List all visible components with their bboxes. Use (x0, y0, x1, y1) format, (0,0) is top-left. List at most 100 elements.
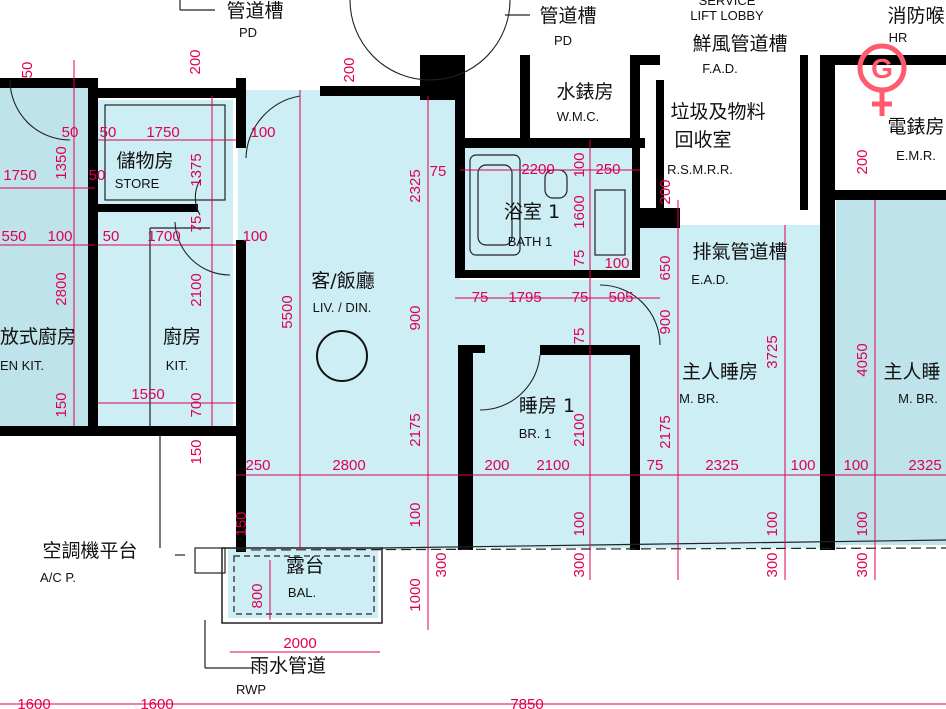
dim-value: 50 (103, 228, 120, 245)
open-kit-area (0, 80, 90, 430)
logo: G (857, 43, 907, 116)
fire-en: HR (889, 30, 908, 45)
dim-value: 2000 (283, 635, 316, 652)
wall (455, 138, 645, 148)
emr-en: E.M.R. (896, 148, 936, 163)
wall (800, 55, 808, 210)
dim-value: 900 (407, 305, 424, 330)
wall (458, 345, 473, 550)
wall (640, 208, 680, 228)
door-swing (599, 284, 661, 346)
wall (0, 78, 95, 88)
store-area (95, 100, 233, 210)
unit-marker (316, 330, 368, 382)
dim-value: 1550 (131, 386, 164, 403)
dim-value: 200 (657, 179, 674, 204)
fixtures (104, 0, 946, 669)
wmc-zh: 水錶房 (556, 81, 613, 103)
dim-value: 1000 (407, 578, 424, 611)
rsmrr-zh-2: 回收室 (674, 129, 731, 151)
acp-en: A/C P. (40, 570, 76, 585)
wall (520, 55, 530, 145)
store-shelf (104, 104, 226, 201)
bath-area (462, 148, 638, 273)
pd-top-mid-en: PD (554, 33, 572, 48)
dim-value: 200 (854, 149, 871, 174)
door-swing (174, 221, 231, 276)
dim-value: 100 (407, 502, 424, 527)
wall (236, 240, 246, 552)
dim-value: 2800 (332, 457, 365, 474)
pd-top-left-zh: 管道槽 (226, 0, 283, 22)
openkit-en: EN KIT. (0, 358, 44, 373)
store-zh: 儲物房 (116, 150, 173, 172)
dim-value: 150 (53, 392, 70, 417)
dim-value: 100 (47, 228, 72, 245)
kit-en: KIT. (166, 358, 188, 373)
rwp-en: RWP (236, 682, 266, 697)
dim-value: 100 (571, 152, 588, 177)
ead-zh: 排氣管道槽 (692, 241, 787, 263)
store-en: STORE (115, 176, 160, 191)
openkit-zh: 放式廚房 (0, 325, 76, 348)
dim-value: 2100 (536, 457, 569, 474)
wall (835, 190, 946, 200)
bathtub-inner (477, 164, 513, 246)
dim-value: 2175 (657, 415, 674, 448)
dim-value: 1600 (571, 195, 588, 228)
dim-value: 1600 (140, 696, 173, 709)
emr-zh: 電錶房 (887, 116, 944, 138)
dim-value: 1350 (53, 146, 70, 179)
dim-value: 4050 (854, 343, 871, 376)
br1-en: BR. 1 (519, 426, 552, 441)
dim-value: 300 (571, 552, 588, 577)
wall (88, 78, 98, 433)
dim-value: 2325 (908, 457, 941, 474)
dim-value: 75 (430, 163, 447, 180)
dim-value: 100 (790, 457, 815, 474)
dim-value: 100 (843, 457, 868, 474)
kit-area (95, 210, 233, 430)
balcony-area (228, 548, 378, 618)
lift-lobby-en-1: SERVICE (699, 0, 756, 8)
dim-value: 200 (341, 57, 358, 82)
dim-value: 2100 (188, 273, 205, 306)
bal-en: BAL. (288, 585, 316, 600)
pd-top-mid-zh: 管道槽 (539, 5, 596, 27)
wall (320, 86, 460, 96)
dim-value: 5500 (279, 295, 296, 328)
dim-value: 50 (100, 124, 117, 141)
dim-value: 2325 (407, 169, 424, 202)
pd-top-left-en: PD (239, 25, 257, 40)
arc-top (349, 0, 511, 81)
bathtub (469, 154, 521, 256)
logo-letter: G (871, 53, 893, 84)
facade-line-2 (379, 539, 946, 549)
wall (630, 55, 640, 145)
dim-value: 700 (188, 392, 205, 417)
unit-circle (316, 330, 368, 382)
dim-value: 75 (571, 328, 588, 345)
dimension-text-v: 50 200 200 1350 1375 75 2800 2100 5500 2… (19, 49, 871, 611)
wall (630, 345, 640, 550)
balcony-inner (233, 555, 375, 615)
dim-value: 150 (233, 511, 250, 536)
dim-value: 100 (250, 124, 275, 141)
mbr-area (640, 225, 830, 545)
bath-zh: 浴室 1 (504, 201, 560, 223)
kit-zh: 廚房 (163, 325, 201, 348)
dim-value: 100 (604, 255, 629, 272)
dim-value: 2800 (53, 272, 70, 305)
dim-value: 550 (1, 228, 26, 245)
wall (98, 88, 246, 98)
liv-en: LIV. / DIN. (313, 300, 372, 315)
dim-value: 1700 (147, 228, 180, 245)
wall (640, 55, 660, 65)
dim-value: 200 (484, 457, 509, 474)
fad-en: F.A.D. (702, 61, 737, 76)
dim-value: 2325 (705, 457, 738, 474)
dim-value: 505 (608, 289, 633, 306)
mbr-zh: 主人睡房 (682, 361, 758, 383)
dim-value: 75 (188, 216, 205, 233)
acp-zh: 空調機平台 (42, 540, 137, 562)
